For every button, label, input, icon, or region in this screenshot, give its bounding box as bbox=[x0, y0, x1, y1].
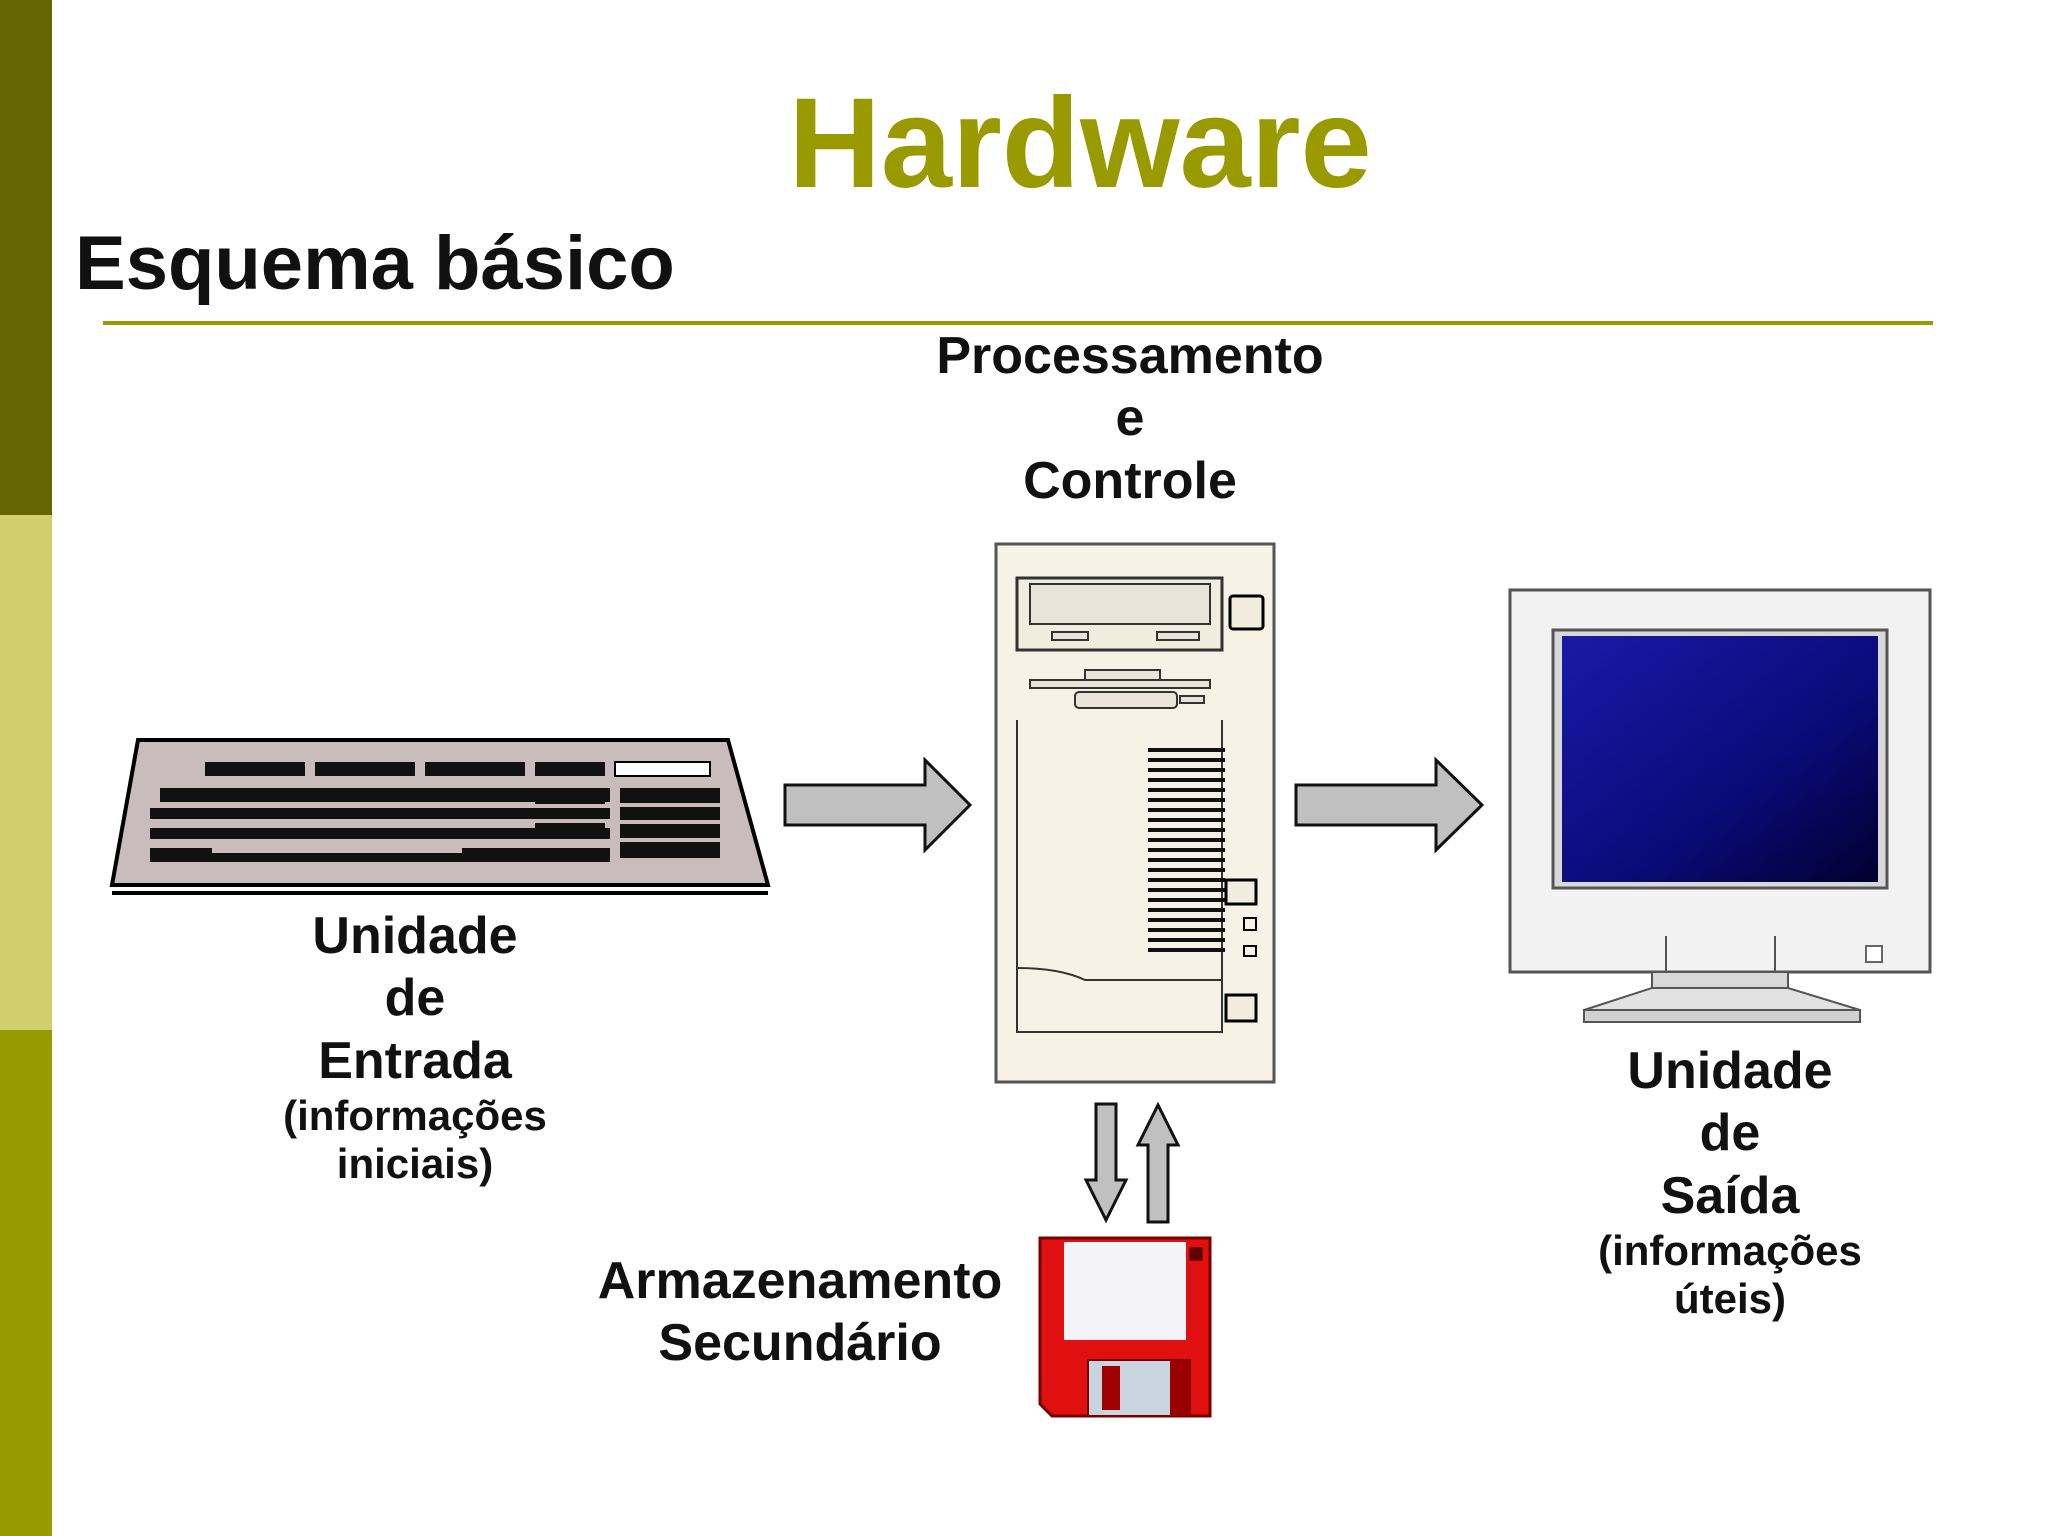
output-sublabel-line-1: (informações bbox=[1598, 1227, 1862, 1275]
sidebar-accent-bottom bbox=[0, 1030, 52, 1536]
output-sublabel-line-2: úteis) bbox=[1673, 1275, 1786, 1323]
processing-label: Processamento e Controle bbox=[910, 325, 1350, 512]
monitor-icon bbox=[1508, 588, 1932, 1023]
title-divider bbox=[103, 321, 1933, 325]
output-label-line-3: Saída bbox=[1660, 1166, 1800, 1225]
input-label: Unidade de Entrada (informações iniciais… bbox=[250, 905, 580, 1189]
slide-title: Hardware bbox=[788, 72, 1372, 215]
slide-subtitle: Esquema básico bbox=[75, 221, 675, 306]
output-label-line-2: de bbox=[1699, 1104, 1761, 1163]
input-label-line-2: de bbox=[384, 969, 446, 1028]
arrow-input-to-processing bbox=[783, 756, 973, 854]
sidebar-accent-middle bbox=[0, 515, 52, 1030]
arrow-processing-to-storage bbox=[1083, 1102, 1129, 1224]
processing-label-line-2: e bbox=[1115, 389, 1145, 448]
processing-label-line-3: Controle bbox=[1023, 451, 1237, 510]
sidebar-accent-top bbox=[0, 0, 52, 515]
output-label: Unidade de Saída (informações úteis) bbox=[1565, 1040, 1895, 1324]
storage-label-line-1: Armazenamento bbox=[597, 1252, 1003, 1310]
input-sublabel-line-1: (informações bbox=[283, 1092, 547, 1140]
arrow-processing-to-output bbox=[1294, 756, 1485, 854]
input-label-line-3: Entrada bbox=[318, 1031, 512, 1090]
output-label-line-1: Unidade bbox=[1627, 1042, 1833, 1100]
arrow-storage-to-processing bbox=[1135, 1101, 1181, 1224]
processing-label-line-1: Processamento bbox=[936, 327, 1324, 385]
storage-label: Armazenamento Secundário bbox=[565, 1250, 1035, 1375]
storage-label-line-2: Secundário bbox=[658, 1314, 942, 1373]
computer-tower-icon bbox=[994, 542, 1276, 1084]
input-sublabel-line-2: iniciais) bbox=[336, 1140, 494, 1188]
floppy-disk-icon bbox=[1038, 1236, 1212, 1418]
keyboard-icon bbox=[109, 738, 771, 895]
input-label-line-1: Unidade bbox=[312, 907, 518, 965]
